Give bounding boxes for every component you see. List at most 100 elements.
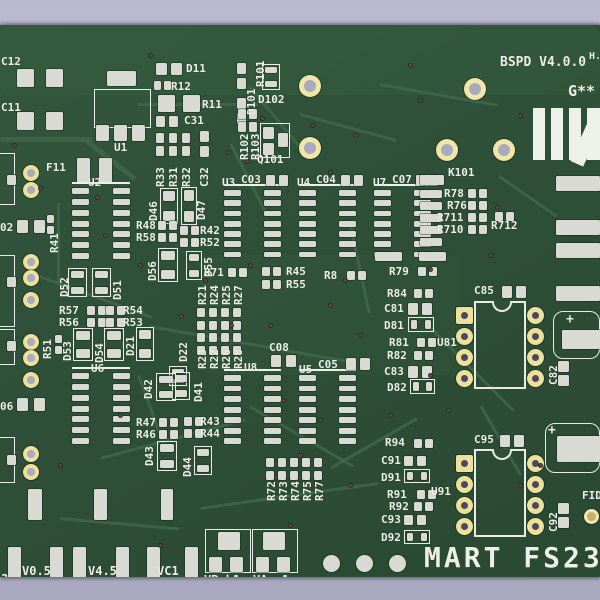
- silkscreen-ref-label: R57: [59, 304, 79, 317]
- smd-pad: [425, 502, 433, 511]
- ic-pin-pad: [112, 383, 130, 390]
- diode-outline: [157, 441, 177, 471]
- ic-pin-pad: [263, 417, 281, 424]
- ic-pin-pad: [72, 231, 90, 238]
- smd-pad: [558, 361, 569, 372]
- sensor-outline: [252, 529, 298, 573]
- diode-outline: [92, 268, 111, 297]
- ic-pin-pad: [338, 251, 356, 258]
- smd-pad: [425, 351, 433, 360]
- silkscreen-ref-label: R42: [200, 224, 220, 237]
- silkscreen-ref-label: R25: [220, 285, 233, 305]
- ic-pin-pad: [72, 383, 90, 390]
- silkscreen-ref-label: C32: [198, 167, 211, 187]
- smd-pad: [417, 515, 426, 525]
- ic-pin-pad: [72, 438, 90, 445]
- silkscreen-ref-label: R73: [277, 481, 290, 501]
- silkscreen-ref-label: D22: [177, 342, 190, 362]
- ic-pin-pad: [263, 200, 281, 206]
- diode-pad: [265, 80, 277, 87]
- relay-pad: [420, 190, 442, 198]
- via-center: [204, 279, 207, 282]
- smd-pad: [7, 455, 16, 465]
- ic-pin-pad: [338, 231, 356, 237]
- ic-pin-pad: [299, 231, 317, 237]
- dip-pin-pad-center: [461, 481, 468, 488]
- ic-pin-pad: [224, 241, 242, 248]
- smd-pad: [279, 175, 288, 186]
- silkscreen-ref-label: D11: [186, 62, 206, 75]
- through-hole-pad-center: [27, 186, 35, 194]
- regulator-pad: [96, 125, 109, 141]
- silkscreen-ref-label: R51: [41, 339, 54, 359]
- smd-pad: [495, 212, 503, 221]
- dip-pin-pad-center: [461, 460, 468, 467]
- ic-pin-pad: [224, 231, 242, 237]
- diode-pad: [197, 464, 209, 472]
- smd-pad: [197, 346, 205, 355]
- smd-pad: [417, 456, 426, 466]
- silkscreen-ref-label: R48: [136, 219, 156, 232]
- via-center: [409, 64, 412, 67]
- ic-pin-pad: [112, 188, 130, 194]
- board-version-label: BSPD V4.0.0: [500, 55, 587, 70]
- ic-pin-pad: [112, 209, 130, 216]
- silkscreen-ref-label: R92: [389, 500, 409, 513]
- smd-pad: [238, 122, 246, 132]
- ic-silk-line: [299, 184, 356, 186]
- testpoint-label: VApp1: [253, 574, 289, 577]
- ic-pin-pad: [224, 427, 242, 434]
- smd-pad: [34, 398, 45, 411]
- smd-pad: [414, 289, 422, 298]
- silkscreen-ref-label: R711: [437, 211, 464, 224]
- ic-pin-pad: [224, 417, 242, 424]
- ic-pin-pad: [338, 200, 356, 206]
- ic-silk-line: [72, 182, 130, 184]
- smd-pad: [408, 303, 418, 315]
- smd-pad: [346, 358, 356, 370]
- silkscreen-ref-label: U81: [437, 336, 457, 349]
- ic-pin-pad: [299, 220, 317, 227]
- through-hole-pad-center: [27, 296, 35, 304]
- silkscreen-ref-label: R43: [200, 415, 220, 428]
- silkscreen-ref-label: R26: [220, 349, 233, 369]
- ic-silk-line: [224, 184, 281, 186]
- silkscreen-ref-label: R56: [59, 316, 79, 329]
- silkscreen-ref-label: C81: [384, 302, 404, 315]
- through-hole-pad-center: [27, 376, 35, 384]
- silkscreen-ref-label: C91: [381, 454, 401, 467]
- ic-pin-pad: [413, 220, 431, 227]
- smd-pad: [17, 398, 28, 411]
- smd-pad: [263, 532, 285, 550]
- ic-pin-pad: [299, 417, 317, 424]
- smd-pad: [500, 435, 510, 447]
- silkscreen-ref-label: R31: [167, 167, 180, 187]
- smd-pad: [158, 221, 166, 230]
- ic-pin-pad: [72, 405, 90, 412]
- smd-pad: [170, 430, 178, 439]
- ic-pin-pad: [299, 190, 317, 196]
- smd-pad: [238, 109, 246, 119]
- smd-pad: [209, 346, 217, 355]
- via-center: [519, 114, 522, 117]
- diode-pad: [197, 449, 209, 457]
- logo-text: G**: [568, 82, 596, 100]
- smd-pad: [180, 238, 188, 247]
- ic-pin-pad: [263, 231, 281, 237]
- testpoint-label: VC1: [157, 564, 179, 577]
- diode-outline: [136, 327, 154, 361]
- via-center: [329, 171, 332, 174]
- ic-pin-pad: [338, 385, 356, 392]
- dip-socket-outline: [474, 449, 526, 537]
- diode-pad: [184, 211, 194, 222]
- smd-pad: [158, 233, 166, 242]
- test-pad: [185, 547, 198, 577]
- via-center: [429, 374, 432, 377]
- mounting-hole-center: [441, 144, 453, 156]
- ic-pin-pad: [224, 220, 242, 227]
- partial-label: 02: [0, 221, 14, 234]
- smd-pad: [414, 439, 422, 448]
- through-hole-pad-center: [27, 258, 35, 266]
- diode-pad: [175, 375, 187, 382]
- via-center: [59, 464, 62, 467]
